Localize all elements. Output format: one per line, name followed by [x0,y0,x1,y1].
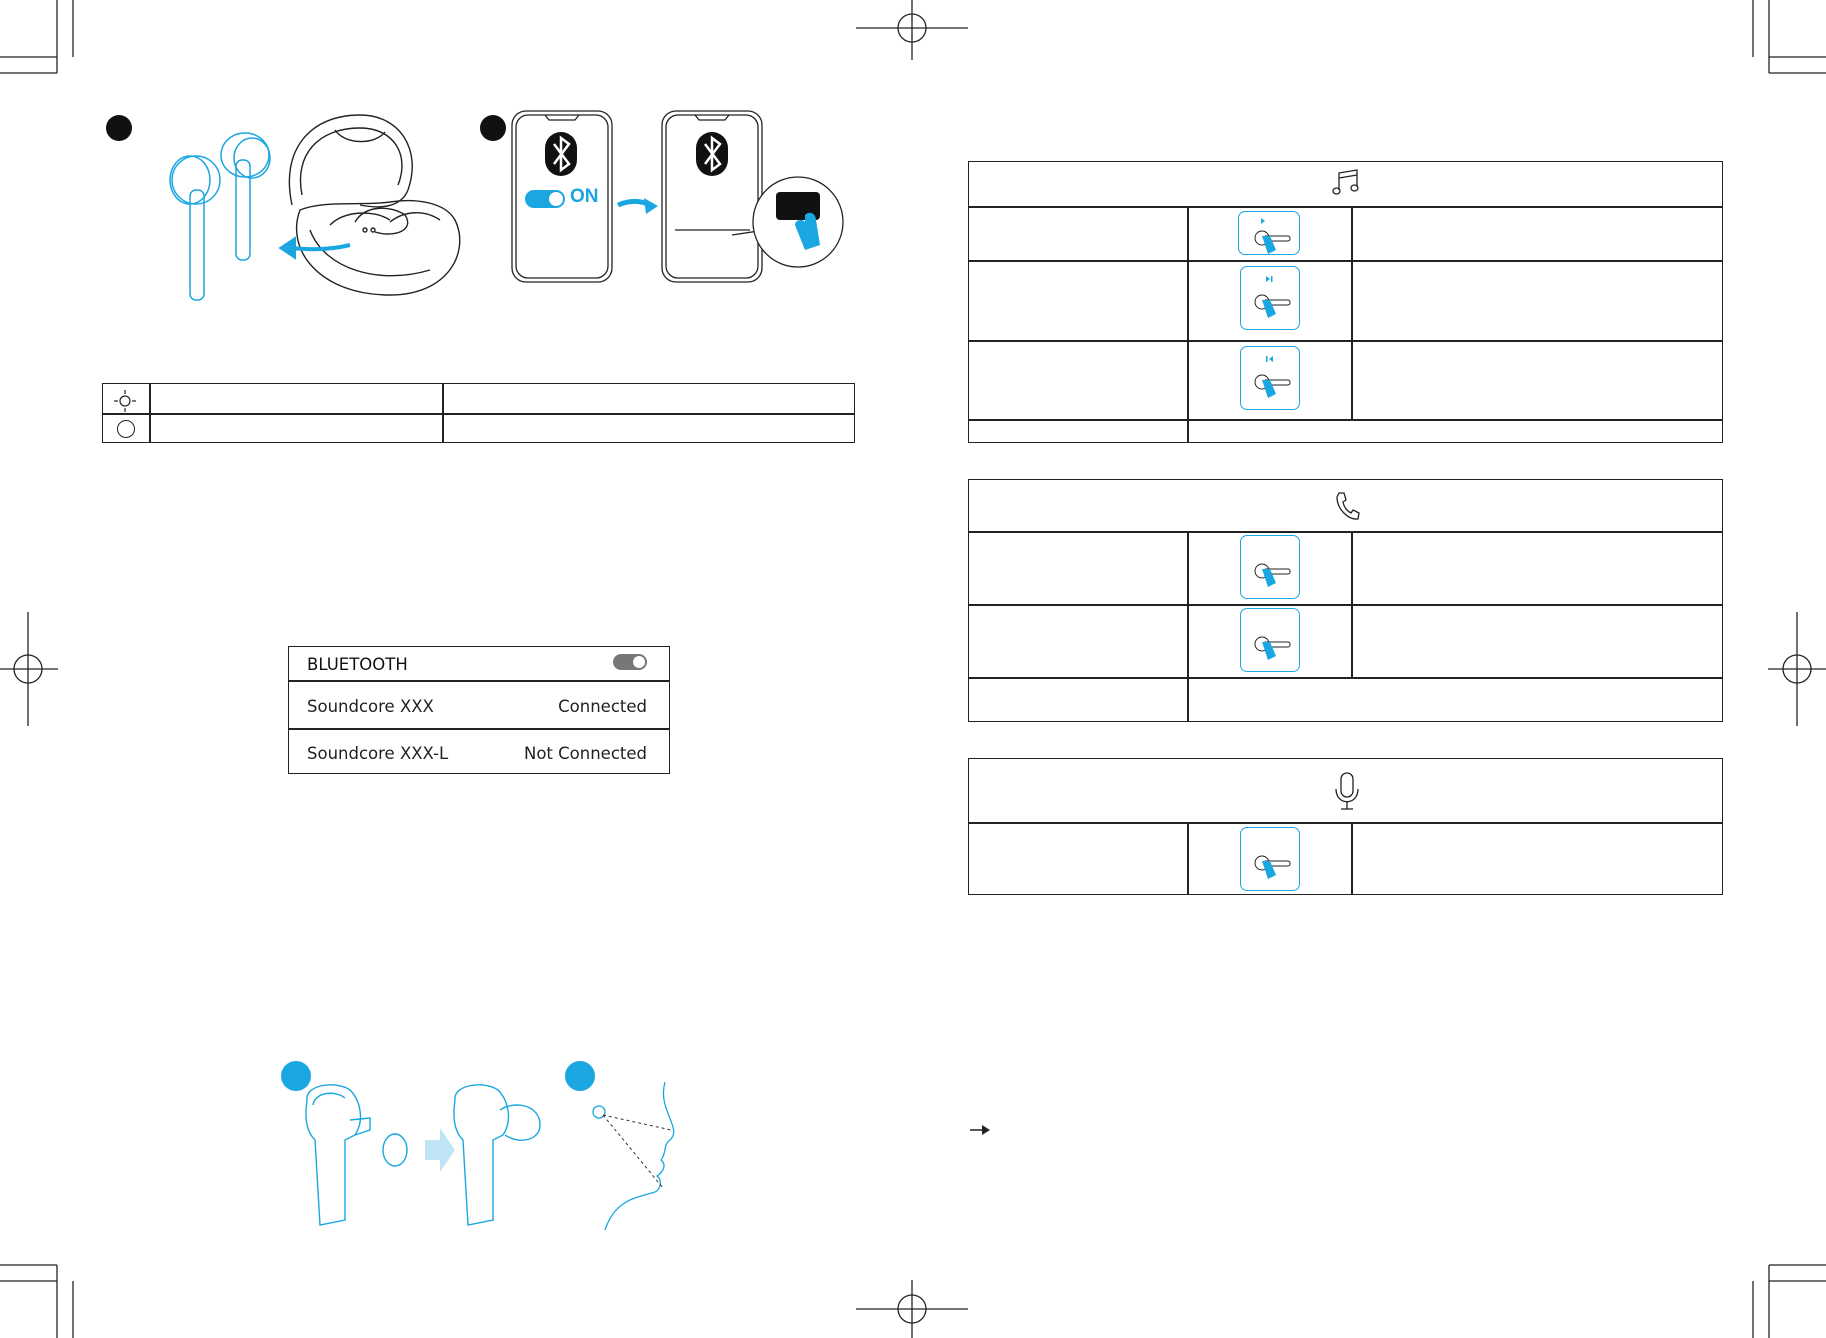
step-badge-2 [480,115,506,141]
device-name: Soundcore XXX [307,697,434,716]
phone-icon [1336,492,1360,520]
bluetooth-toggle[interactable] [613,654,647,670]
led-off-icon [117,420,135,438]
led-blink-icon [114,390,136,412]
gesture-thumbnail-previous-track [1240,346,1300,410]
music-controls-table [968,161,1723,443]
arrow-right-icon [970,1125,990,1135]
voice-assistant-table [968,758,1723,895]
gesture-thumbnail-answer-call [1240,535,1300,599]
gesture-thumbnail-reject-call [1240,608,1300,672]
charging-case-illustration [169,114,461,301]
gesture-thumbnail-next-track [1240,266,1300,330]
music-note-icon [1332,169,1359,195]
device-status: Connected [558,697,647,716]
gesture-thumbnail-play-pause [1238,211,1300,255]
call-controls-table [968,479,1723,722]
gesture-thumbnail-voice-assistant [1240,827,1300,891]
bluetooth-device-panel: BLUETOOTH Soundcore XXX Connected Soundc… [288,646,670,774]
device-name: Soundcore XXX-L [307,744,449,763]
ear-tip-illustration [305,1081,675,1230]
device-status: Not Connected [523,744,647,763]
bluetooth-header: BLUETOOTH [307,655,408,674]
step-badge-1 [106,115,132,141]
toggle-on-label: ON [570,186,599,207]
step-badge-3 [281,1061,311,1091]
step-badge-4 [565,1061,595,1091]
led-indicator-table [102,383,855,443]
phone-pairing-illustration [511,110,844,283]
microphone-icon [1335,772,1359,810]
